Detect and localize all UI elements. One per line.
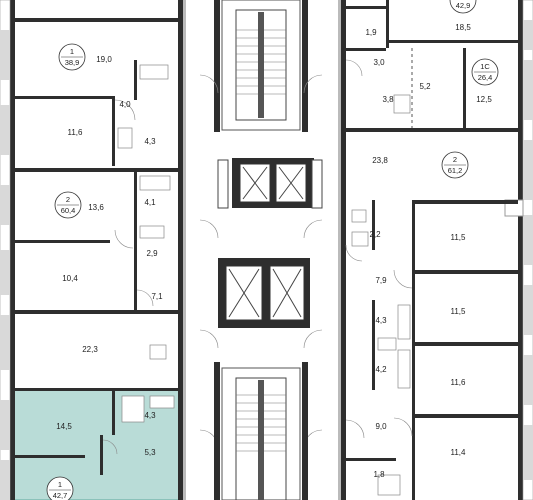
room-labels: 19,0 4,0 11,6 4,3 13,6 4,1 2,9 10,4 7,1 … — [56, 23, 492, 479]
apartment-badge[interactable]: 2 61,2 — [441, 151, 469, 179]
apartment-badge[interactable]: 42,9 — [449, 0, 477, 14]
room-area: 12,5 — [476, 95, 492, 104]
left-wing — [0, 0, 186, 500]
room-area: 11,4 — [451, 448, 467, 457]
badge-type: 2 — [453, 155, 457, 164]
apartment-badge[interactable]: 2 60,4 — [54, 191, 82, 219]
badge-area: 26,4 — [478, 73, 493, 82]
right-wing — [338, 0, 533, 500]
badge-type: 1 — [70, 47, 74, 56]
badge-area: 61,2 — [448, 166, 463, 175]
room-area: 2,2 — [369, 230, 381, 239]
room-area: 11,6 — [451, 378, 467, 387]
room-area: 9,0 — [375, 422, 387, 431]
apartment-badge[interactable]: 1С 26,4 — [471, 58, 499, 86]
badge-area: 42,9 — [456, 1, 471, 10]
room-area: 10,4 — [62, 274, 78, 283]
room-area: 4,3 — [144, 411, 156, 420]
room-area: 1,9 — [365, 28, 377, 37]
room-area: 22,3 — [82, 345, 98, 354]
room-area: 11,6 — [68, 128, 84, 137]
badge-area: 38,9 — [65, 58, 80, 67]
room-area: 4,3 — [375, 316, 387, 325]
room-area: 4,0 — [119, 100, 131, 109]
room-area: 23,8 — [372, 156, 388, 165]
room-area: 5,3 — [144, 448, 156, 457]
apartment-badge[interactable]: 1 42,7 — [46, 476, 74, 500]
room-area: 11,5 — [451, 233, 467, 242]
room-area: 14,5 — [56, 422, 72, 431]
room-area: 2,9 — [146, 249, 158, 258]
badge-type: 1С — [480, 62, 490, 71]
room-area: 7,1 — [151, 292, 163, 301]
room-area: 13,6 — [88, 203, 104, 212]
room-area: 5,2 — [419, 82, 431, 91]
room-area: 11,5 — [451, 307, 467, 316]
room-area: 4,3 — [144, 137, 156, 146]
badge-area: 60,4 — [61, 206, 76, 215]
room-area: 4,1 — [144, 198, 156, 207]
badge-type: 1 — [58, 480, 62, 489]
room-area: 1,8 — [373, 470, 385, 479]
room-area: 18,5 — [455, 23, 471, 32]
badge-area: 42,7 — [53, 491, 68, 500]
room-area: 19,0 — [96, 55, 112, 64]
building-core — [199, 0, 323, 500]
room-area: 3,8 — [382, 95, 394, 104]
room-area: 7,9 — [375, 276, 387, 285]
badge-type: 2 — [66, 195, 70, 204]
room-area: 4,2 — [375, 365, 387, 374]
room-area: 3,0 — [373, 58, 385, 67]
apartment-badge[interactable]: 1 38,9 — [58, 43, 86, 71]
